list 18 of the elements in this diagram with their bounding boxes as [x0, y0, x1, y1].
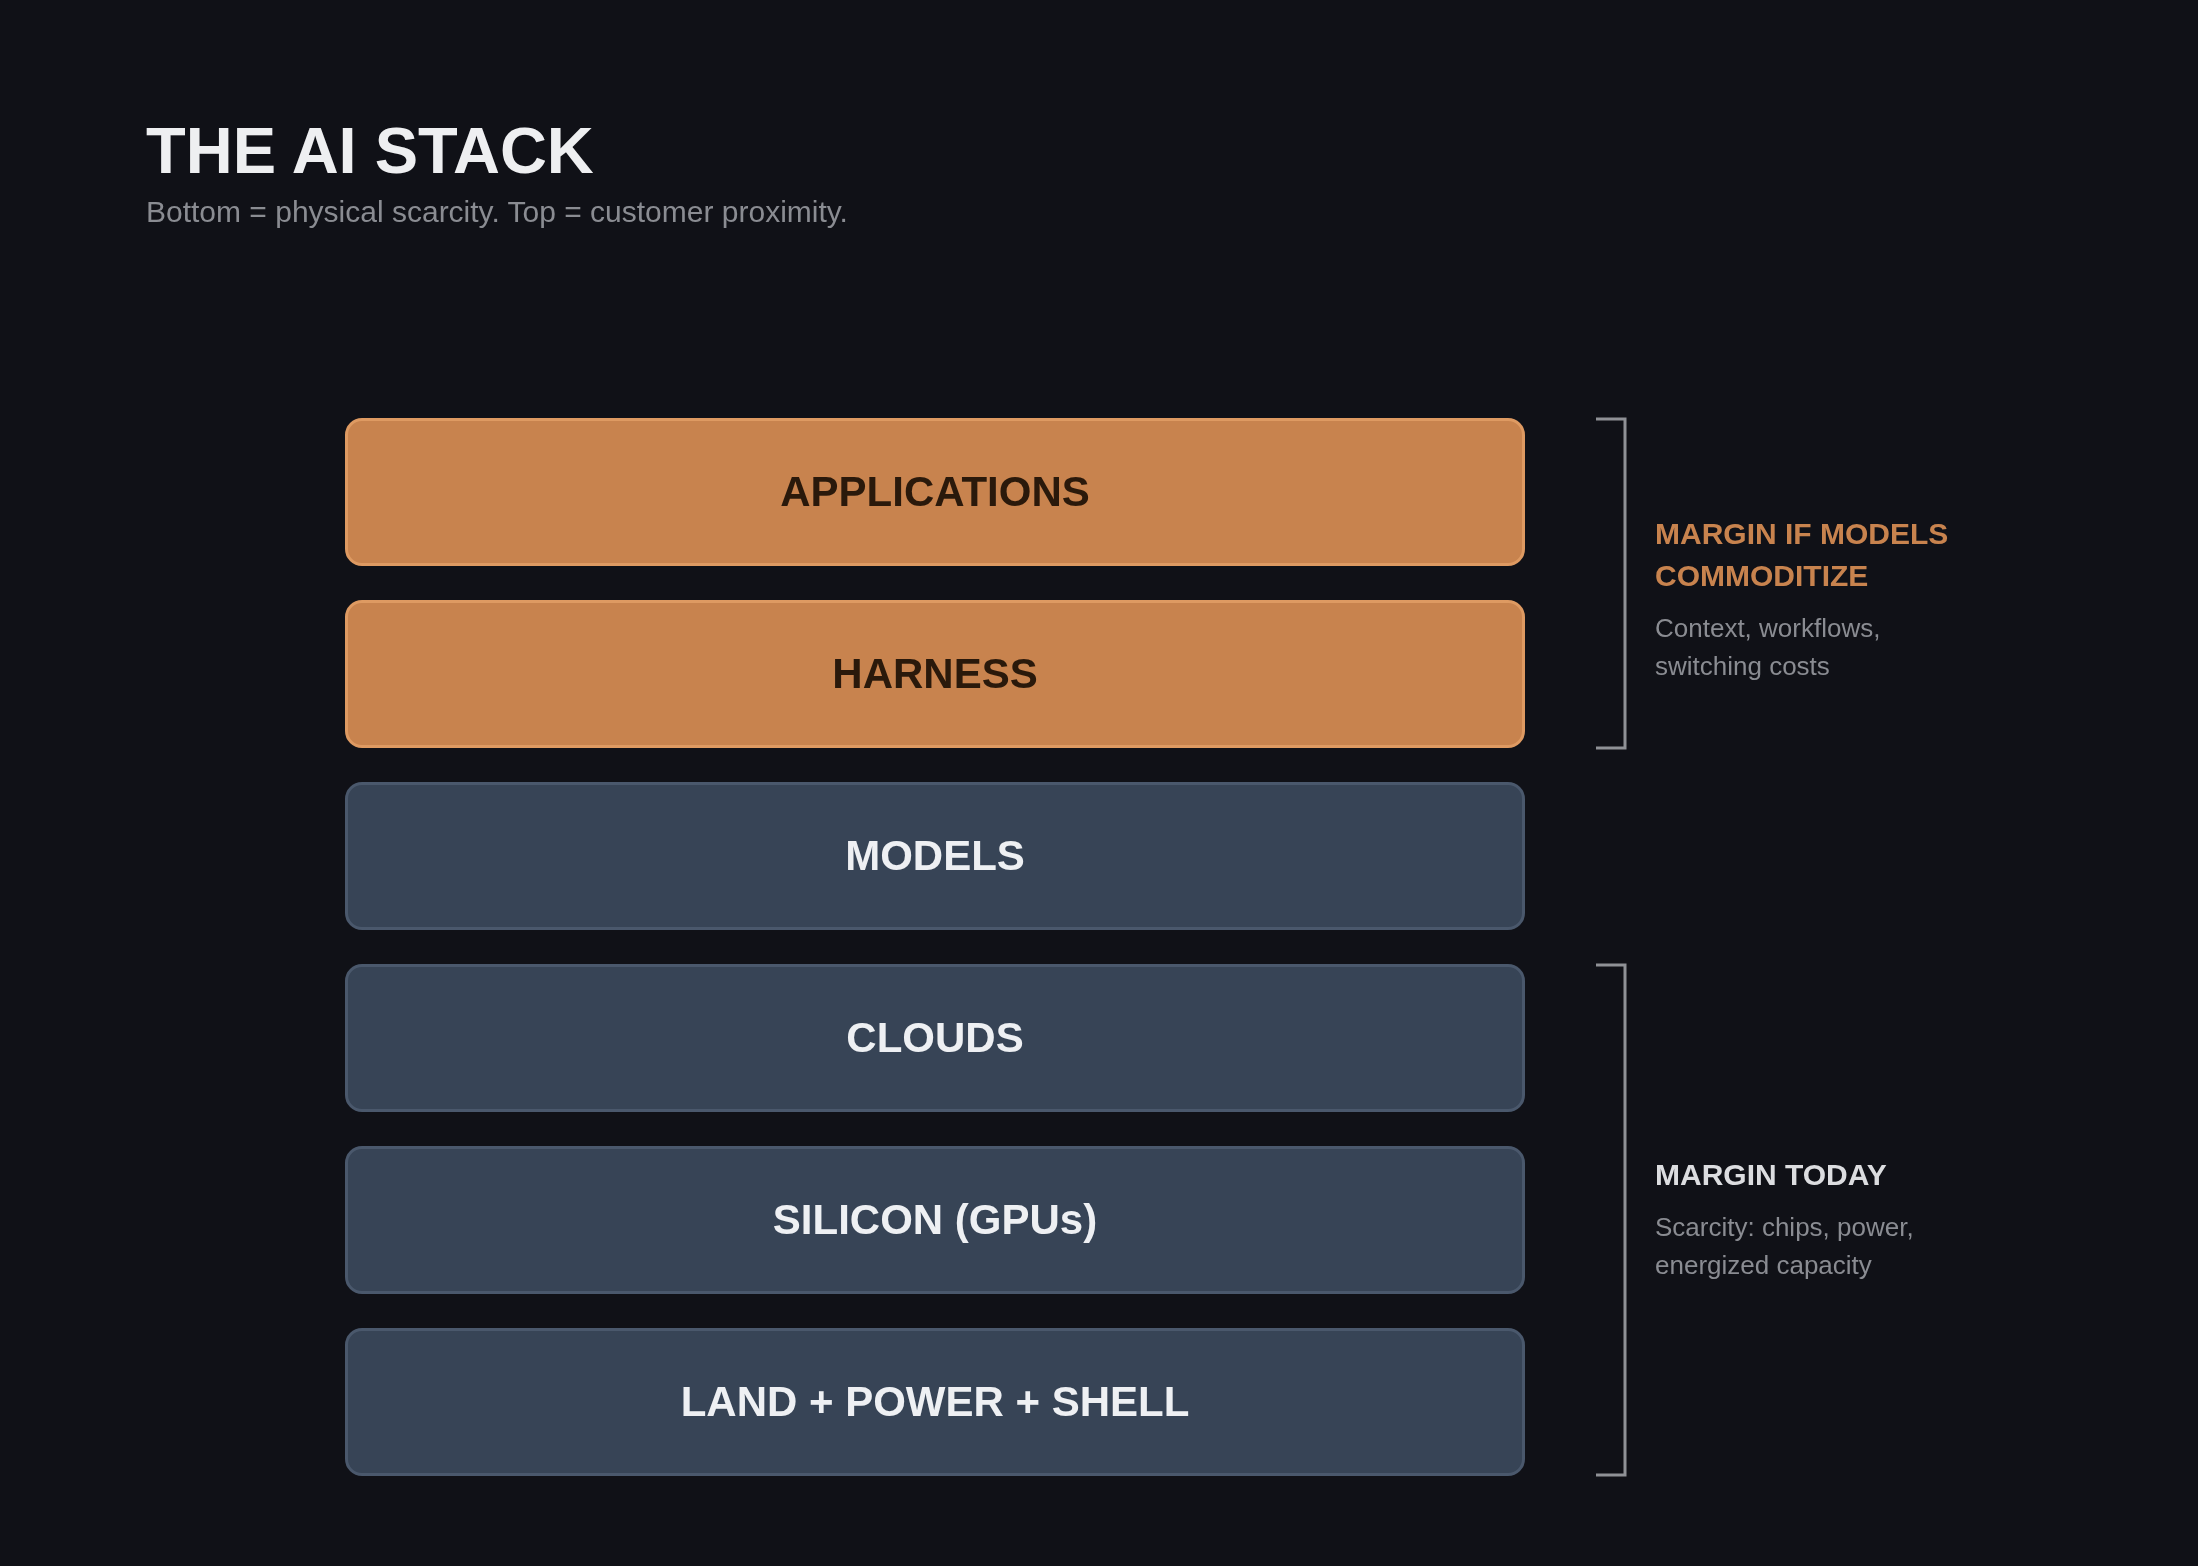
stack-layer [345, 782, 1525, 930]
stack-layer [345, 1146, 1525, 1294]
layer-label: LAND + POWER + SHELL [680, 1376, 1190, 1427]
layer-label: APPLICATIONS [780, 466, 1090, 517]
subtitle: Bottom = physical scarcity. Top = customer proximity. [146, 197, 848, 227]
stack-layer [345, 1328, 1525, 1476]
bracket-heading: MARGIN TODAY [1655, 1157, 1888, 1193]
stack-layer [345, 600, 1525, 748]
stack-layer [345, 964, 1525, 1112]
bracket-heading: MARGIN IF MODELS COMMODITIZE [1655, 516, 1950, 594]
layer-label: MODELS [845, 830, 1025, 881]
layer-label: SILICON (GPUs) [772, 1194, 1098, 1245]
title: THE AI STACK [146, 118, 594, 183]
bracket-note: Scarcity: chips, power, energized capacity [1655, 1211, 1915, 1282]
layer-label: HARNESS [832, 648, 1038, 699]
stack-layer [345, 418, 1525, 566]
bracket-note: Context, workflows, switching costs [1655, 612, 1882, 683]
layer-label: CLOUDS [846, 1012, 1024, 1063]
